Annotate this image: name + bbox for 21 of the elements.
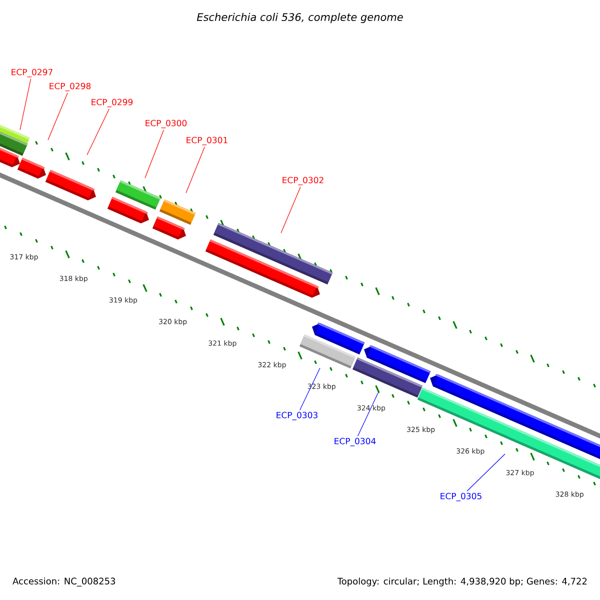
leader-line	[357, 392, 378, 436]
leader-line	[86, 108, 110, 156]
leader-line	[20, 78, 32, 130]
genome-info-text: Topology: circular; Length: 4,938,920 bp; Genes: 4,722	[337, 578, 587, 586]
gene-label: ECP_0305	[440, 492, 482, 502]
accession-text: Accession: NC_008253	[12, 578, 116, 586]
leader-line	[48, 92, 68, 140]
leader-line	[466, 454, 506, 492]
title: Escherichia coli 536, complete genome	[196, 12, 403, 24]
gene-label: ECP_0301	[186, 136, 228, 146]
gene-label: ECP_0298	[50, 82, 91, 92]
leader-line	[280, 186, 301, 234]
gene-label: ECP_0299	[92, 98, 133, 108]
leader-line	[300, 368, 320, 410]
gene-label: ECP_0303	[276, 412, 318, 420]
leader-line	[144, 130, 164, 178]
leader-line	[186, 146, 205, 194]
gene-label: ECP_0302	[282, 176, 324, 186]
gene-label: ECP_0297	[12, 68, 52, 78]
gene-label: ECP_0304	[334, 438, 376, 446]
gene-label: ECP_0300	[146, 120, 187, 128]
